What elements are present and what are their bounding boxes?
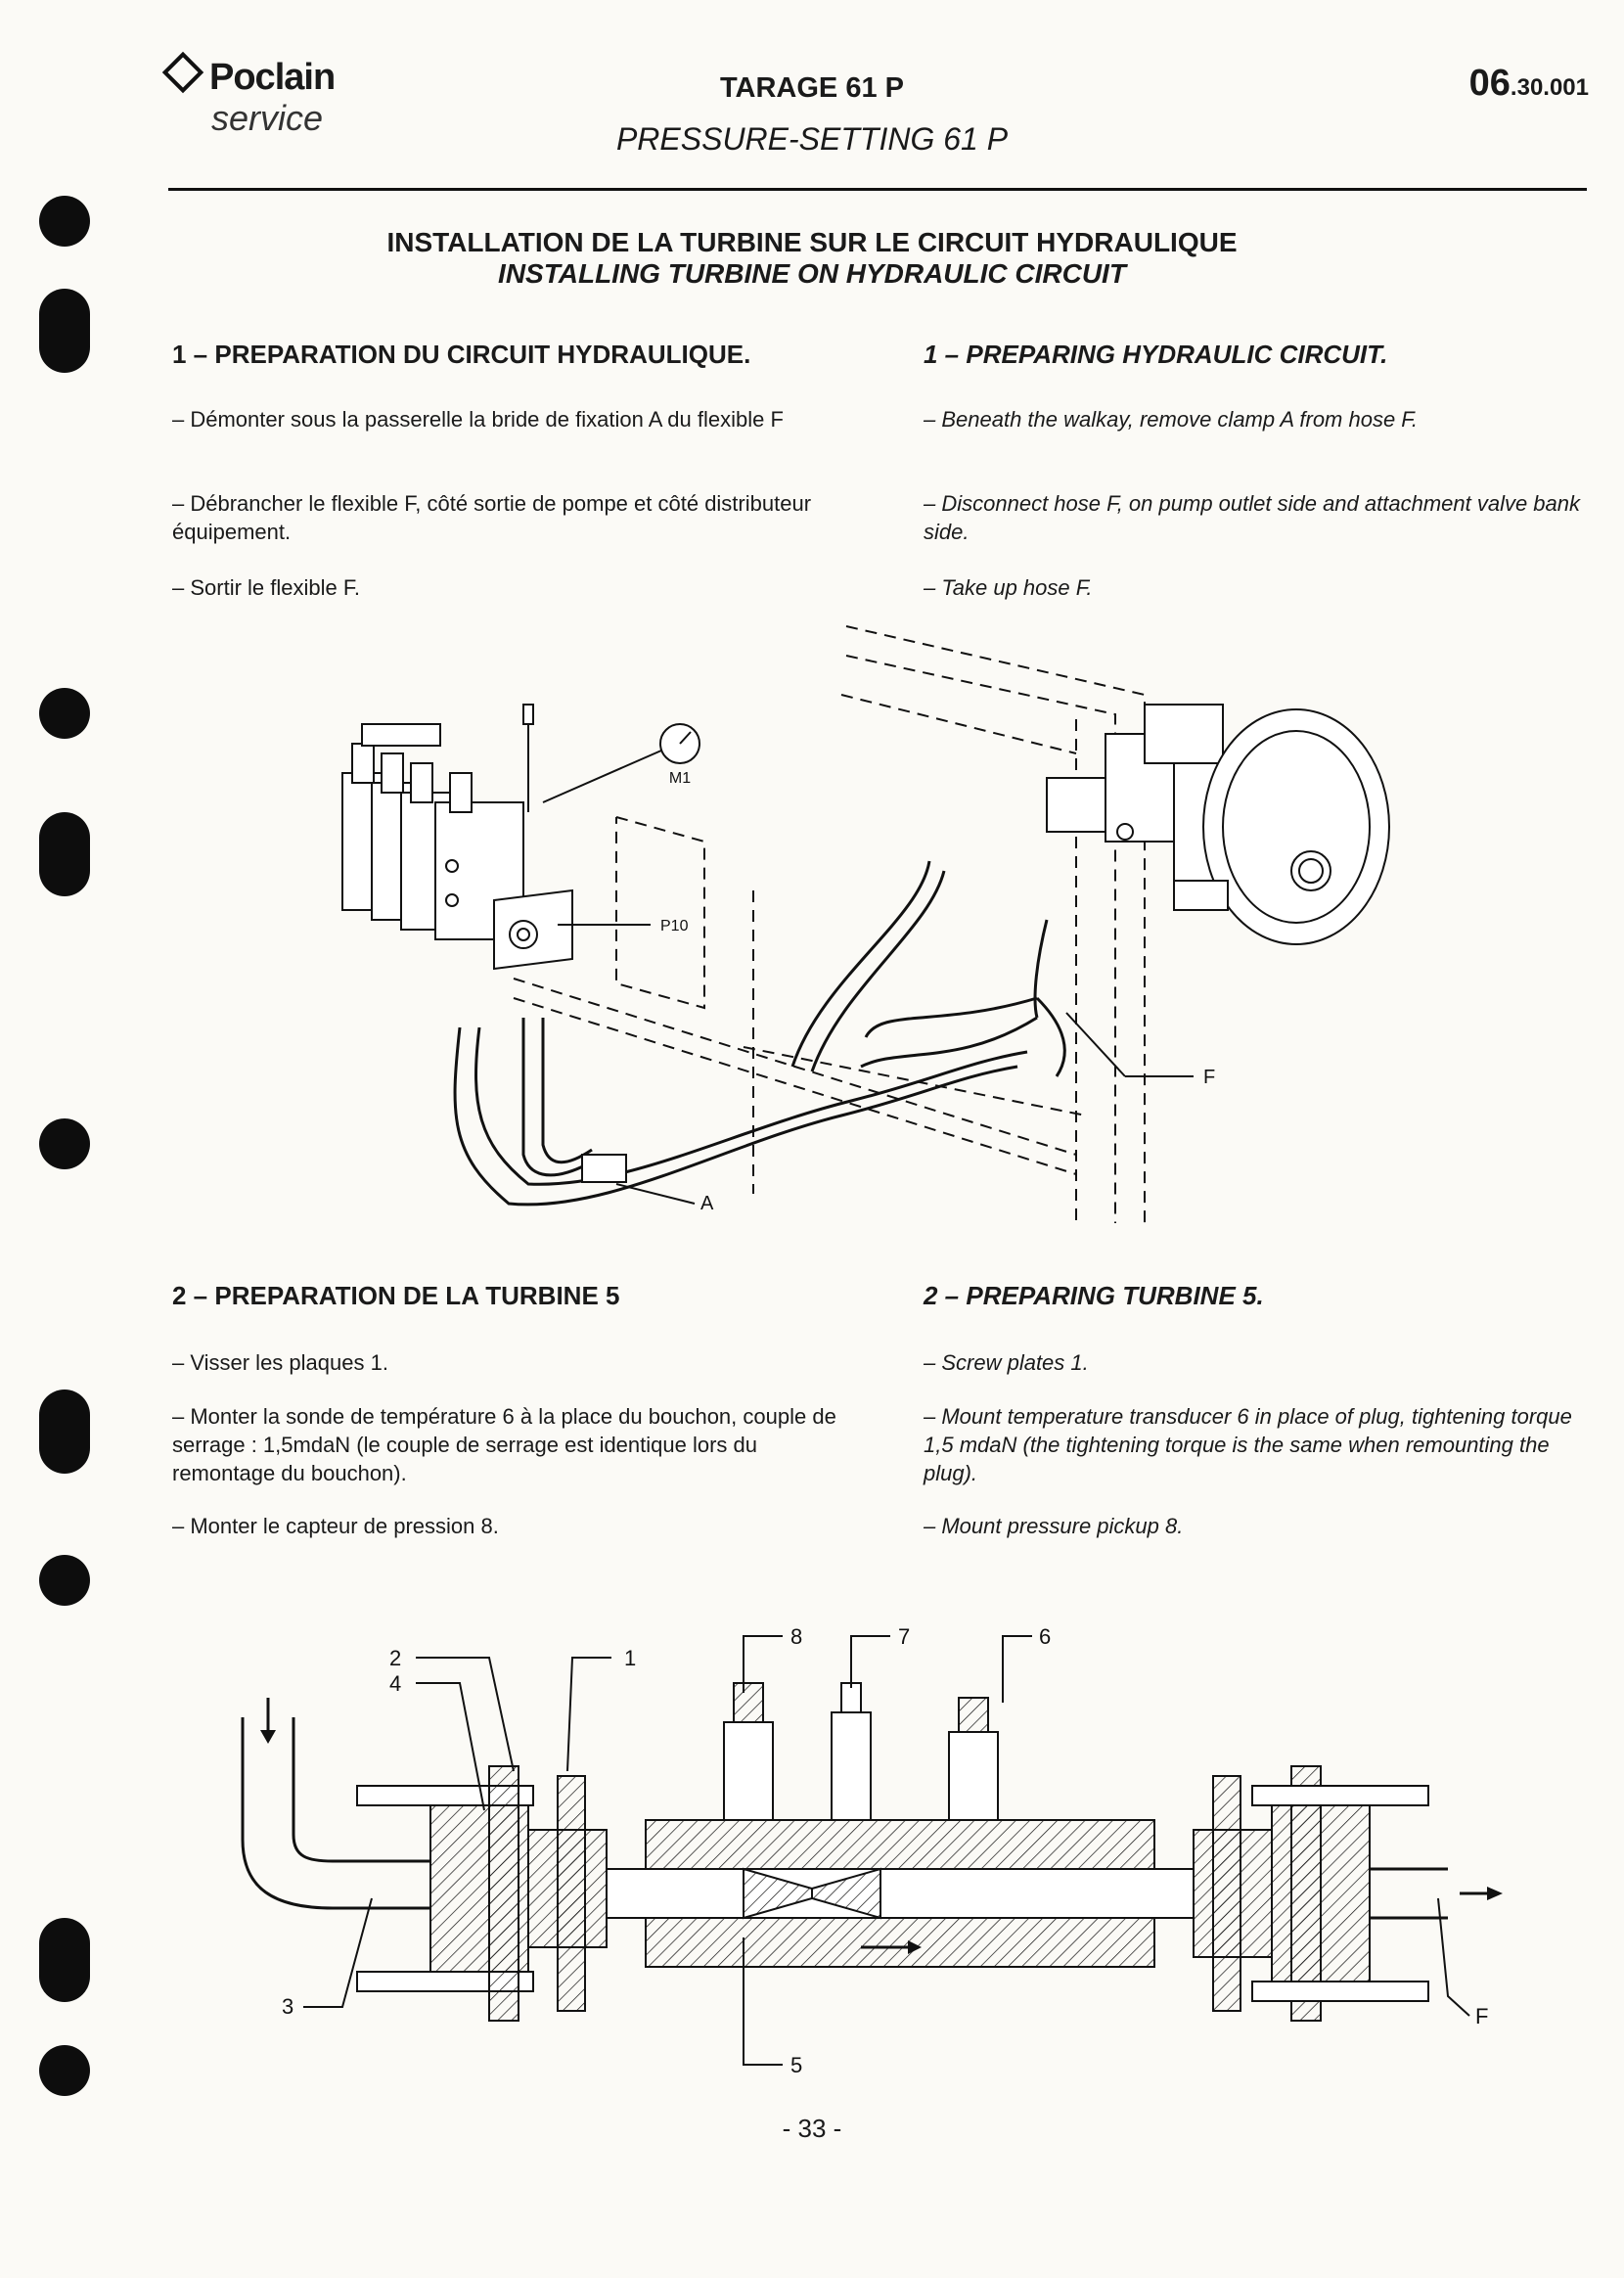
- label-m1: M1: [669, 770, 691, 787]
- pump-assembly: [1046, 704, 1390, 945]
- label-3: 3: [282, 1994, 293, 2019]
- page-code: 06.30.001: [1469, 63, 1589, 105]
- pressure-pickup-8: [723, 1721, 774, 1821]
- label-f: F: [1475, 2004, 1488, 2028]
- inlet-pipe: [241, 1717, 430, 1910]
- doc-title-fr: TARAGE 61 P: [719, 72, 904, 104]
- leader-f: [1437, 1897, 1470, 2017]
- part2-heading-fr: 2 – PREPARATION DE LA TURBINE 5: [172, 1281, 620, 1310]
- hydraulic-circuit-diagram: M1 P10 A F: [341, 625, 1390, 1223]
- temperature-transducer-6: [948, 1731, 999, 1821]
- leader-4: [416, 1682, 485, 1811]
- part2-en-item: – Mount pressure pickup 8.: [924, 1514, 1184, 1538]
- page-code-suffix: .30.001: [1510, 74, 1589, 101]
- gauge-needle: [679, 731, 692, 745]
- brand-sub: service: [211, 98, 324, 138]
- page-code-main: 06: [1468, 63, 1511, 104]
- leader-7: [850, 1635, 890, 1688]
- leader-2: [416, 1657, 515, 1772]
- punch-hole: [39, 196, 90, 247]
- label-7: 7: [898, 1624, 910, 1649]
- part2-heading-en: 2 – PREPARING TURBINE 5.: [924, 1281, 1264, 1310]
- punch-hole: [39, 2045, 90, 2096]
- section-title-en: INSTALLING TURBINE ON HYDRAULIC CIRCUIT: [498, 258, 1126, 289]
- part1-fr-item: – Démonter sous la passerelle la bride d…: [172, 407, 784, 432]
- punch-hole: [39, 1390, 90, 1474]
- gauge-leader: [542, 750, 662, 803]
- label-8: 8: [790, 1624, 802, 1649]
- punch-hole: [39, 1918, 90, 2002]
- part2-en-item: – Screw plates 1.: [924, 1350, 1089, 1375]
- a-leader: [615, 1183, 696, 1205]
- f-arrow: [1065, 1012, 1126, 1077]
- page-number: - 33 -: [782, 2114, 842, 2143]
- label-4: 4: [389, 1671, 401, 1696]
- punch-hole: [39, 688, 90, 739]
- brand-logo: Poclain: [161, 51, 336, 99]
- label-f: F: [1203, 1067, 1215, 1088]
- sensor-7: [831, 1711, 872, 1821]
- hoses: [453, 860, 1066, 1207]
- header-rule: [168, 188, 1587, 191]
- doc-title-en: PRESSURE-SETTING 61 P: [615, 121, 1009, 157]
- valve-bank: [341, 704, 573, 971]
- label-5: 5: [790, 2053, 802, 2077]
- part1-fr-item: – Débrancher le flexible F, côté sortie …: [172, 491, 812, 544]
- leader-1: [566, 1657, 611, 1772]
- label-1: 1: [624, 1646, 636, 1670]
- turbine-section-diagram: 3 2 4 1 8 7 6 5 F: [241, 1624, 1503, 2077]
- part1-en-item: – Disconnect hose F, on pump outlet side…: [924, 491, 1581, 544]
- part2-fr-item: – Visser les plaques 1.: [172, 1350, 388, 1375]
- part2-en-item: – Mount temperature transducer 6 in plac…: [924, 1404, 1572, 1485]
- punch-hole: [39, 812, 90, 896]
- label-p10: P10: [660, 918, 689, 934]
- part2-fr-item: – Monter le capteur de pression 8.: [172, 1514, 499, 1538]
- punch-hole: [39, 1118, 90, 1169]
- leader-8: [743, 1635, 783, 1693]
- part1-fr-item: – Sortir le flexible F.: [172, 575, 360, 600]
- brand-name: Poclain: [209, 57, 336, 98]
- leader-5: [743, 1937, 783, 2066]
- part1-heading-fr: 1 – PREPARATION DU CIRCUIT HYDRAULIQUE.: [172, 340, 751, 369]
- part1-heading-en: 1 – PREPARING HYDRAULIC CIRCUIT.: [924, 340, 1388, 369]
- label-6: 6: [1039, 1624, 1051, 1649]
- part1-en-item: – Beneath the walkay, remove clamp A fro…: [924, 407, 1419, 432]
- label-a: A: [700, 1193, 714, 1214]
- label-2: 2: [389, 1646, 401, 1670]
- turbine-body: [645, 1819, 1155, 1870]
- leader-3: [303, 1897, 373, 2008]
- part1-en-item: – Take up hose F.: [924, 575, 1093, 600]
- punch-hole: [39, 289, 90, 373]
- punch-hole: [39, 1555, 90, 1606]
- clamp-a: [581, 1154, 627, 1183]
- section-title-fr: INSTALLATION DE LA TURBINE SUR LE CIRCUI…: [386, 227, 1238, 257]
- part2-fr-item: – Monter la sonde de température 6 à la …: [172, 1404, 836, 1485]
- leader-6: [1002, 1635, 1032, 1703]
